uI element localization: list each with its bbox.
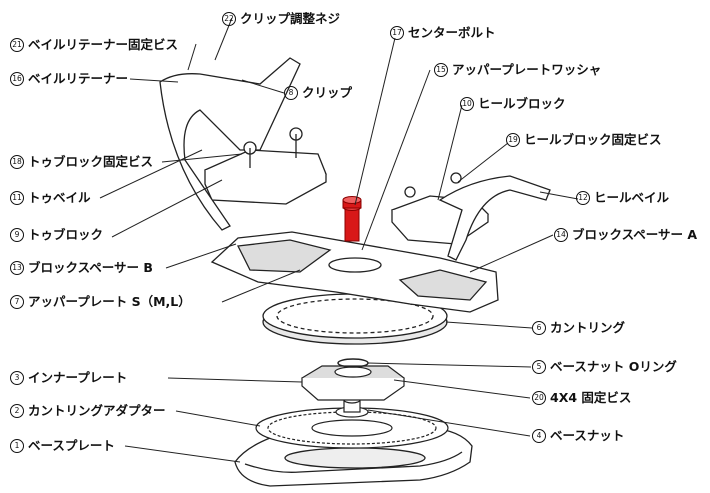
label-text: ベイルリテーナー xyxy=(28,71,129,86)
label-text: カントリングアダプター xyxy=(28,403,166,418)
heel-assembly-part xyxy=(390,172,551,261)
label-heel-bail: 12 ヒールベイル xyxy=(576,191,669,205)
callout-number: 14 xyxy=(554,228,568,242)
label-block-spacer-a: 14 ブロックスペーサー A xyxy=(554,228,697,242)
label-center-bolt: 17 センターボルト xyxy=(390,26,496,40)
label-text: ヒールブロック xyxy=(478,96,566,111)
label-text: トゥブロック xyxy=(28,227,104,242)
label-4x4-screw: 20 4X4 固定ビス xyxy=(532,391,631,405)
callout-number: 22 xyxy=(222,12,236,26)
center-bolt-part xyxy=(342,196,362,242)
label-text: ベースナット xyxy=(550,428,625,443)
callout-number: 5 xyxy=(532,360,546,374)
inner-plate-part xyxy=(300,365,406,401)
label-text: トゥベイル xyxy=(28,190,91,205)
callout-number: 20 xyxy=(532,391,546,405)
label-heel-block-screw: 19 ヒールブロック固定ビス xyxy=(506,133,662,147)
label-text: トゥブロック固定ビス xyxy=(28,154,154,169)
callout-number: 21 xyxy=(10,38,24,52)
label-text: ブロックスペーサー B xyxy=(28,260,153,275)
label-base-plate: 1 ベースプレート xyxy=(10,439,115,453)
label-toe-block: 9 トゥブロック xyxy=(10,228,103,242)
label-text: ヒールブロック固定ビス xyxy=(524,132,662,147)
callout-number: 18 xyxy=(10,155,24,169)
label-text: ベースプレート xyxy=(28,438,115,453)
callout-number: 10 xyxy=(460,97,474,111)
callout-number: 13 xyxy=(10,261,24,275)
label-text: ブロックスペーサー A xyxy=(572,227,698,242)
callout-number: 1 xyxy=(10,439,24,453)
callout-number: 16 xyxy=(10,72,24,86)
label-text: 4X4 固定ビス xyxy=(550,390,632,405)
callout-number: 17 xyxy=(390,26,404,40)
leader-lines xyxy=(99,17,579,463)
label-inner-plate: 3 インナープレート xyxy=(10,371,127,385)
callout-number: 2 xyxy=(10,404,24,418)
label-upper-plate-washer: 15 アッパープレートワッシャ xyxy=(434,63,601,77)
label-text: センターボルト xyxy=(408,25,496,40)
label-toe-block-screw: 18 トゥブロック固定ビス xyxy=(10,155,153,169)
label-text: アッパープレートワッシャ xyxy=(452,62,602,77)
label-text: インナープレート xyxy=(28,370,128,385)
label-text: ベースナット Oリング xyxy=(550,359,677,374)
callout-number: 4 xyxy=(532,429,546,443)
label-block-spacer-b: 13 ブロックスペーサー B xyxy=(10,261,153,275)
label-text: クリップ xyxy=(302,85,353,100)
callout-number: 7 xyxy=(10,295,24,309)
callout-number: 9 xyxy=(10,228,24,242)
callout-number: 6 xyxy=(532,321,546,335)
label-bail-retainer: 16 ベイルリテーナー xyxy=(10,72,128,86)
cant-ring-adapter-part xyxy=(255,407,449,449)
label-base-nut: 4 ベースナット xyxy=(532,429,624,443)
label-clip-adjust-screw: 22 クリップ調整ネジ xyxy=(222,12,340,26)
label-cant-ring: 6 カントリング xyxy=(532,321,625,335)
label-text: アッパープレート S（M,L） xyxy=(28,294,191,309)
label-heel-block: 10 ヒールブロック xyxy=(460,97,566,111)
label-text: ヒールベイル xyxy=(594,190,670,205)
label-clip: 8 クリップ xyxy=(284,86,352,100)
upper-plate-part xyxy=(210,231,499,313)
callout-number: 19 xyxy=(506,133,520,147)
label-text: カントリング xyxy=(550,320,626,335)
callout-number: 12 xyxy=(576,191,590,205)
label-upper-plate: 7 アッパープレート S（M,L） xyxy=(10,295,191,309)
callout-number: 8 xyxy=(284,86,298,100)
callout-number: 3 xyxy=(10,371,24,385)
label-base-nut-o-ring: 5 ベースナット Oリング xyxy=(532,360,677,374)
label-bail-retainer-screw: 21 ベイルリテーナー固定ビス xyxy=(10,38,178,52)
label-toe-bail: 11 トゥベイル xyxy=(10,191,91,205)
label-text: ベイルリテーナー固定ビス xyxy=(28,37,179,52)
callout-number: 11 xyxy=(10,191,24,205)
label-text: クリップ調整ネジ xyxy=(240,11,341,26)
label-cant-ring-adapter: 2 カントリングアダプター xyxy=(10,404,166,418)
toe-assembly-part xyxy=(159,57,327,231)
callout-number: 15 xyxy=(434,63,448,77)
